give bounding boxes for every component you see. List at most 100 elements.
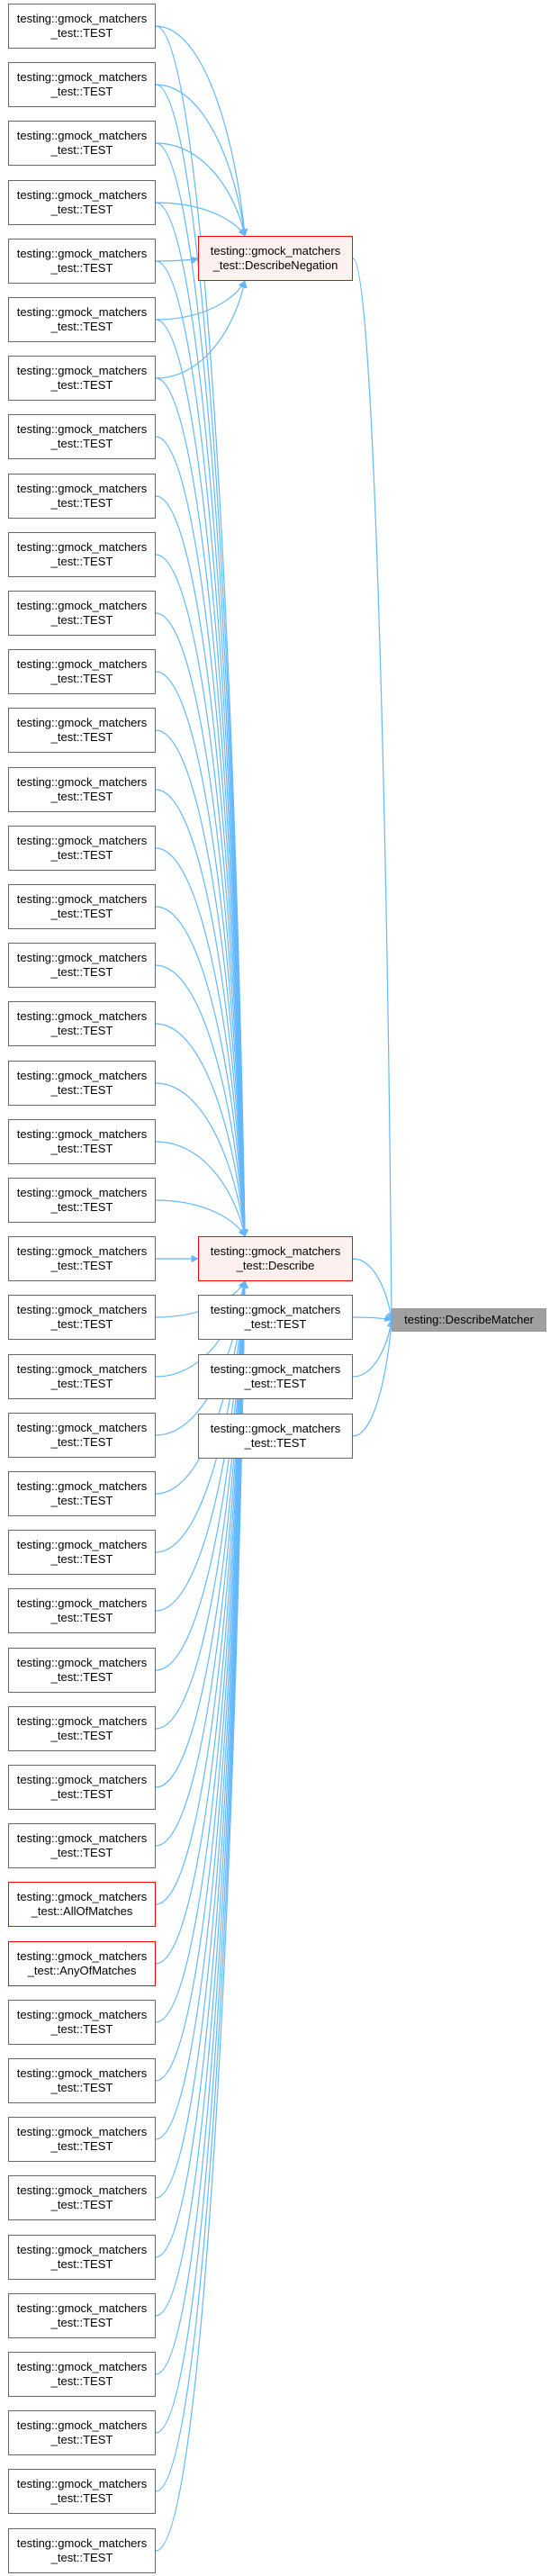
- caller-node[interactable]: testing::gmock_matchers _test::TEST: [198, 1295, 353, 1340]
- call-edge: [155, 1023, 248, 1237]
- caller-node[interactable]: testing::gmock_matchers _test::TEST: [8, 180, 156, 225]
- caller-node[interactable]: testing::gmock_matchers _test::TEST: [8, 649, 156, 694]
- node-label: testing::gmock_matchers _test::TEST: [16, 247, 148, 275]
- call-edge: [155, 1280, 248, 1905]
- call-edge: [155, 847, 248, 1237]
- intermediate-node[interactable]: testing::gmock_matchers _test::Describe: [198, 1236, 353, 1281]
- caller-node[interactable]: testing::gmock_matchers _test::TEST: [8, 2235, 156, 2280]
- caller-node[interactable]: testing::gmock_matchers _test::TEST: [8, 414, 156, 459]
- node-label: testing::gmock_matchers _test::TEST: [16, 305, 148, 333]
- node-label: testing::gmock_matchers _test::TEST: [16, 1538, 148, 1566]
- caller-node[interactable]: testing::gmock_matchers _test::TEST: [8, 1236, 156, 1281]
- caller-node[interactable]: testing::gmock_matchers _test::TEST: [8, 1119, 156, 1164]
- caller-node[interactable]: testing::gmock_matchers _test::TEST: [8, 2469, 156, 2514]
- node-label: testing::gmock_matchers _test::TEST: [16, 12, 148, 40]
- node-label: testing::gmock_matchers _test::TEST: [16, 892, 148, 920]
- call-edge: [155, 612, 248, 1237]
- caller-node[interactable]: testing::gmock_matchers _test::TEST: [8, 1471, 156, 1516]
- node-label: testing::gmock_matchers _test::TEST: [16, 1479, 148, 1507]
- caller-node[interactable]: testing::gmock_matchers _test::TEST: [8, 2175, 156, 2220]
- call-edge: [155, 1280, 248, 1612]
- node-label: testing::DescribeMatcher: [404, 1313, 534, 1326]
- call-edge: [155, 280, 248, 379]
- node-label: testing::gmock_matchers _test::TEST: [16, 1831, 148, 1859]
- caller-node[interactable]: testing::gmock_matchers _test::AnyOfMatc…: [8, 1941, 156, 1986]
- caller-node[interactable]: testing::gmock_matchers _test::TEST: [8, 297, 156, 342]
- call-edge: [352, 1258, 395, 1321]
- caller-node[interactable]: testing::gmock_matchers _test::TEST: [8, 1765, 156, 1810]
- caller-node[interactable]: testing::gmock_matchers _test::TEST: [8, 474, 156, 519]
- caller-node[interactable]: testing::gmock_matchers _test::TEST: [198, 1414, 353, 1459]
- node-label: testing::gmock_matchers _test::TEST: [16, 1656, 148, 1684]
- caller-node[interactable]: testing::gmock_matchers _test::TEST: [8, 1648, 156, 1693]
- node-label: testing::gmock_matchers _test::TEST: [16, 1009, 148, 1037]
- node-label: testing::gmock_matchers _test::TEST: [16, 1069, 148, 1097]
- caller-node[interactable]: testing::gmock_matchers _test::TEST: [8, 1001, 156, 1046]
- caller-node[interactable]: testing::gmock_matchers _test::TEST: [8, 884, 156, 929]
- node-label: testing::gmock_matchers _test::TEST: [16, 2066, 148, 2094]
- node-label: testing::gmock_matchers _test::TEST: [16, 599, 148, 627]
- caller-node[interactable]: testing::gmock_matchers _test::TEST: [8, 708, 156, 753]
- node-label: testing::gmock_matchers _test::TEST: [16, 2301, 148, 2329]
- caller-node[interactable]: testing::gmock_matchers _test::TEST: [8, 1061, 156, 1106]
- node-label: testing::gmock_matchers _test::TEST: [16, 422, 148, 450]
- node-label: testing::gmock_matchers _test::TEST: [16, 1596, 148, 1624]
- caller-node[interactable]: testing::gmock_matchers _test::TEST: [8, 1706, 156, 1751]
- node-label: testing::gmock_matchers _test::TEST: [16, 1186, 148, 1214]
- caller-node[interactable]: testing::gmock_matchers _test::TEST: [8, 356, 156, 401]
- node-label: testing::gmock_matchers _test::TEST: [16, 2360, 148, 2388]
- call-edge: [155, 1141, 248, 1237]
- call-edge: [155, 25, 248, 237]
- caller-node[interactable]: testing::gmock_matchers _test::TEST: [8, 121, 156, 166]
- node-label: testing::gmock_matchers _test::TEST: [16, 951, 148, 979]
- caller-node[interactable]: testing::gmock_matchers _test::TEST: [8, 1295, 156, 1340]
- call-edge: [352, 1314, 392, 1322]
- caller-node[interactable]: testing::gmock_matchers _test::TEST: [8, 2058, 156, 2103]
- caller-node[interactable]: testing::gmock_matchers _test::TEST: [8, 1178, 156, 1223]
- node-label: testing::gmock_matchers _test::TEST: [16, 2125, 148, 2153]
- caller-node[interactable]: testing::gmock_matchers _test::TEST: [8, 1354, 156, 1399]
- node-label: testing::gmock_matchers _test::TEST: [16, 540, 148, 568]
- caller-node[interactable]: testing::gmock_matchers _test::TEST: [8, 532, 156, 577]
- caller-node[interactable]: testing::gmock_matchers _test::TEST: [8, 2117, 156, 2162]
- caller-node[interactable]: testing::gmock_matchers _test::TEST: [8, 591, 156, 636]
- caller-node[interactable]: testing::gmock_matchers _test::TEST: [8, 1823, 156, 1868]
- node-label: testing::gmock_matchers _test::TEST: [16, 834, 148, 862]
- caller-node[interactable]: testing::gmock_matchers _test::TEST: [8, 1588, 156, 1633]
- call-edge: [155, 202, 246, 237]
- root-function-node[interactable]: testing::DescribeMatcher: [392, 1308, 546, 1332]
- node-label: testing::gmock_matchers _test::TEST: [16, 1303, 148, 1331]
- node-label: testing::gmock_matchers _test::TEST: [16, 775, 148, 803]
- caller-node[interactable]: testing::gmock_matchers _test::TEST: [8, 239, 156, 284]
- node-label: testing::gmock_matchers _test::AllOfMatc…: [16, 1890, 148, 1918]
- node-label: testing::gmock_matchers _test::TEST: [16, 1127, 148, 1155]
- caller-node[interactable]: testing::gmock_matchers _test::TEST: [8, 826, 156, 871]
- call-edge: [155, 906, 248, 1237]
- intermediate-node[interactable]: testing::gmock_matchers _test::DescribeN…: [198, 236, 353, 281]
- node-label: testing::gmock_matchers _test::TEST: [16, 2477, 148, 2505]
- call-edge: [155, 1199, 246, 1237]
- node-label: testing::gmock_matchers _test::TEST: [16, 2418, 148, 2446]
- caller-node[interactable]: testing::gmock_matchers _test::TEST: [8, 2000, 156, 2045]
- caller-node[interactable]: testing::gmock_matchers _test::TEST: [8, 4, 156, 49]
- caller-node[interactable]: testing::gmock_matchers _test::TEST: [8, 2410, 156, 2455]
- caller-node[interactable]: testing::gmock_matchers _test::TEST: [8, 2293, 156, 2338]
- caller-node[interactable]: testing::gmock_matchers _test::TEST: [8, 1413, 156, 1458]
- node-label: testing::gmock_matchers _test::TEST: [16, 188, 148, 216]
- call-edge: [155, 495, 248, 1237]
- call-edge: [155, 964, 248, 1237]
- node-label: testing::gmock_matchers _test::TEST: [210, 1362, 341, 1390]
- caller-node[interactable]: testing::gmock_matchers _test::TEST: [8, 62, 156, 107]
- caller-node[interactable]: testing::gmock_matchers _test::TEST: [8, 767, 156, 812]
- caller-node[interactable]: testing::gmock_matchers _test::TEST: [8, 2528, 156, 2573]
- node-label: testing::gmock_matchers _test::TEST: [16, 657, 148, 685]
- caller-node[interactable]: testing::gmock_matchers _test::TEST: [8, 1530, 156, 1575]
- call-edge: [155, 257, 199, 265]
- node-label: testing::gmock_matchers _test::TEST: [16, 1244, 148, 1272]
- caller-node[interactable]: testing::gmock_matchers _test::AllOfMatc…: [8, 1882, 156, 1927]
- node-label: testing::gmock_matchers _test::TEST: [16, 1362, 148, 1390]
- edge-layer: [155, 25, 396, 2552]
- caller-node[interactable]: testing::gmock_matchers _test::TEST: [198, 1354, 353, 1399]
- caller-node[interactable]: testing::gmock_matchers _test::TEST: [8, 943, 156, 988]
- caller-node[interactable]: testing::gmock_matchers _test::TEST: [8, 2352, 156, 2397]
